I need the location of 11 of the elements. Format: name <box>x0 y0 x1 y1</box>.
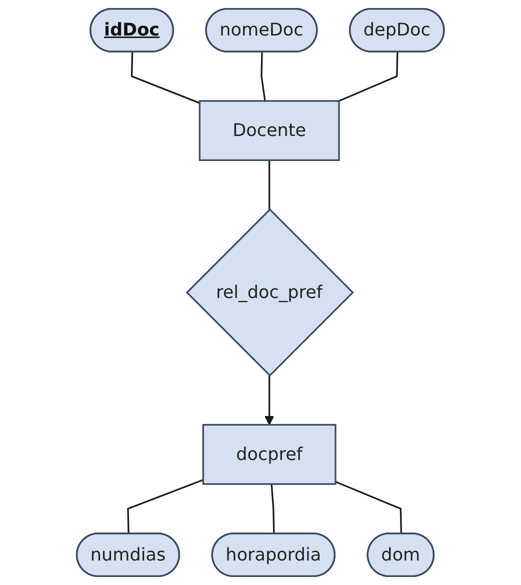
connector <box>260 52 266 102</box>
connector <box>270 484 275 534</box>
arrow <box>264 375 274 426</box>
connector <box>335 481 402 534</box>
connector <box>131 52 200 104</box>
node-box: docpref <box>202 424 336 485</box>
node-diamond: rel_doc_pref <box>186 208 354 377</box>
connector <box>268 160 270 210</box>
connector <box>338 52 398 102</box>
node-box: Docente <box>198 100 340 162</box>
connector <box>127 479 204 534</box>
